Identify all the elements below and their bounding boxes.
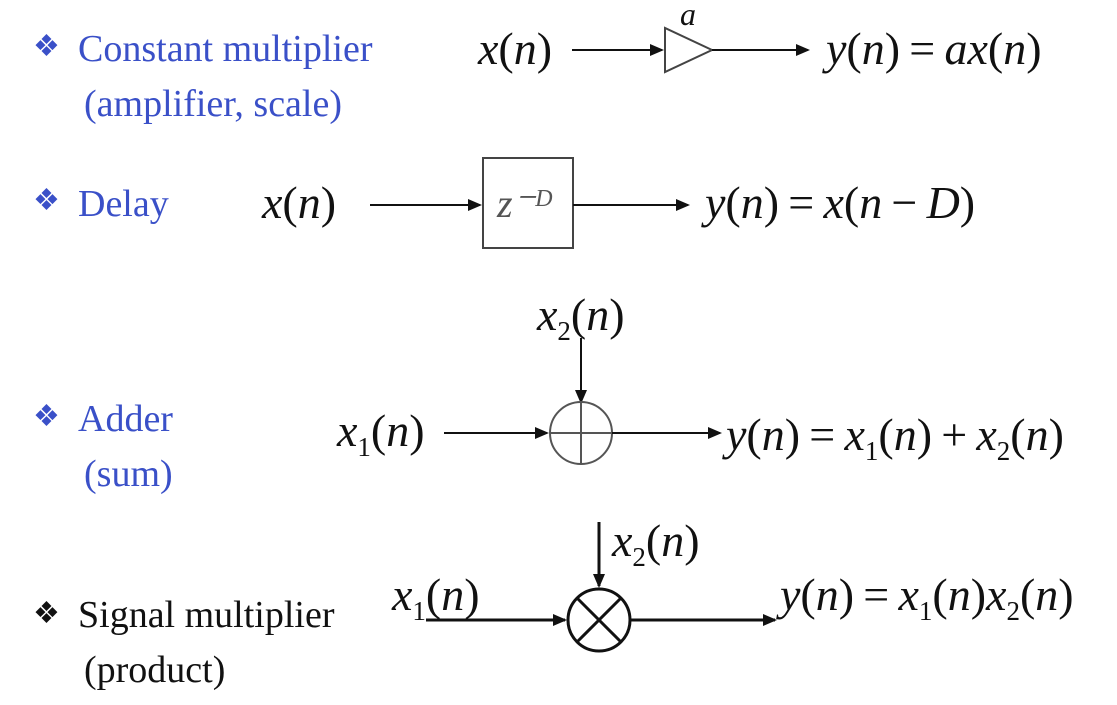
diamond-bullet-icon: ❖ [33, 597, 60, 630]
product-output-equation: y(n) = x1(n)x2(n) [780, 569, 1074, 626]
signal-multiplier-title: Signal multiplier [78, 594, 335, 636]
adder-input1-label: x1(n) [337, 405, 425, 462]
adder-title: Adder [78, 398, 173, 440]
signal-multiplier-subtitle: (product) [84, 649, 226, 691]
delay-title: Delay [78, 183, 169, 225]
diamond-bullet-icon: ❖ [33, 400, 60, 433]
adder-input2-label: x2(n) [537, 289, 625, 346]
amplifier-triangle [664, 26, 715, 74]
adder-output-equation: y(n) = x1(n) + x2(n) [726, 409, 1064, 466]
delay-box [482, 157, 574, 249]
delay-output-equation: y(n) = x(n − D) [705, 177, 976, 228]
diamond-bullet-icon: ❖ [33, 184, 60, 217]
amp-input-label: x(n) [478, 23, 553, 74]
diamond-bullet-icon: ❖ [33, 30, 60, 63]
constant-multiplier-subtitle: (amplifier, scale) [84, 83, 343, 125]
product-input2-label: x2(n) [612, 515, 700, 572]
adder-subtitle: (sum) [84, 453, 173, 495]
delay-operator-label: z⁻ᴰ [497, 181, 553, 226]
delay-input-label: x(n) [262, 177, 337, 228]
constant-multiplier-title: Constant multiplier [78, 28, 373, 70]
amp-gain-label: a [680, 0, 696, 32]
product-input1-label: x1(n) [392, 569, 480, 626]
amp-output-equation: y(n) = ax(n) [826, 23, 1042, 74]
